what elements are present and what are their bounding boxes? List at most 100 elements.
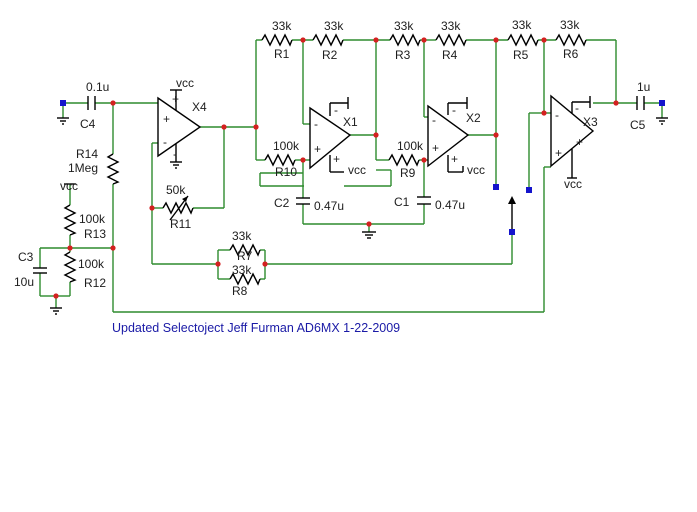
resistor-r5 [507,33,539,47]
ground-icon [656,117,668,125]
x3-vcc: vcc [564,177,582,191]
r12-value: 100k [78,257,105,271]
x3-supply-plus: + [576,135,583,149]
x3-minus: - [555,108,559,122]
r14-name: R14 [76,147,98,161]
capacitor-c5 [636,96,645,110]
x4-plus: + [163,112,170,126]
x1-name: X1 [343,115,358,129]
r6-name: R6 [563,47,579,61]
c5-value: 1u [637,80,650,94]
ground-icon [50,307,62,315]
capacitor-c4 [87,96,96,110]
x1-plus: + [314,142,321,156]
c3-name: C3 [18,250,34,264]
selector-switch [508,196,516,232]
opamp-x4 [157,89,202,162]
r14-value: 1Meg [68,161,98,175]
x2-plus: + [432,141,439,155]
r3-value: 33k [394,19,414,33]
r5-value: 33k [512,18,532,32]
r7-value: 33k [232,229,252,243]
c2-name: C2 [274,196,290,210]
c2-value: 0.47u [314,199,344,213]
r9-value: 100k [397,139,424,153]
x3-supply-minus: - [575,101,579,115]
resistor-r8 [229,272,261,286]
r7-name: R7 [237,249,253,263]
r13-value: 100k [79,212,106,226]
resistor-r9 [388,153,420,167]
c1-name: C1 [394,195,410,209]
ground-icon [170,161,182,169]
resistor-r3 [389,33,421,47]
switch-contact [526,187,532,193]
schematic-note: Updated Selectoject Jeff Furman AD6MX 1-… [112,321,400,335]
r4-name: R4 [442,48,458,62]
r8-name: R8 [232,284,248,298]
c4-name: C4 [80,117,96,131]
ground-icon [362,231,376,239]
ground-icon [57,117,69,125]
r10-name: R10 [275,165,297,179]
x4-name: X4 [192,100,207,114]
junctions [53,37,619,299]
resistor-r10 [264,153,296,167]
r11-value: 50k [166,183,186,197]
resistor-r2 [312,33,344,47]
wires [39,39,663,313]
output-port [659,100,665,106]
capacitor-c1 [417,196,431,205]
r6-value: 33k [560,18,580,32]
r2-name: R2 [322,48,338,62]
x3-name: X3 [583,115,598,129]
x1-supply-plus: + [333,152,340,166]
r13-name: R13 [84,227,106,241]
capacitor-c2 [296,197,310,205]
switch-contact [493,184,499,190]
x4-vcc: vcc [176,76,194,90]
x3-plus: + [555,146,562,160]
r4-value: 33k [441,19,461,33]
x1-supply-minus: - [334,103,338,117]
resistor-r7 [229,243,261,257]
input-port [60,100,66,106]
c1-value: 0.47u [435,198,465,212]
x2-name: X2 [466,111,481,125]
r10-value: 100k [273,139,300,153]
r1-name: R1 [274,47,290,61]
x1-minus: - [314,117,318,131]
r12-name: R12 [84,276,106,290]
x2-minus: - [432,113,436,127]
r11-name: R11 [170,217,191,231]
r13-vcc: vcc [60,179,78,193]
c5-name: C5 [630,118,646,132]
resistor-r1 [261,33,293,47]
resistor-r14 [106,153,120,185]
opamp-x3 [550,94,595,179]
r8-value: 33k [232,263,252,277]
x1-vcc: vcc [348,163,366,177]
x4-bottom-minus: - [173,147,177,161]
x4-minus: - [163,135,167,149]
resistor-r4 [435,33,467,47]
r1-value: 33k [272,19,292,33]
opamp-x1 [309,97,352,173]
potentiometer-r11 [162,195,194,221]
r2-value: 33k [324,19,344,33]
x2-supply-minus: - [452,103,456,117]
switch-common [509,229,515,235]
r5-name: R5 [513,48,529,62]
x2-vcc: vcc [467,163,485,177]
capacitor-c3 [33,267,47,274]
c4-value: 0.1u [86,80,109,94]
x2-supply-plus: + [451,152,458,166]
r3-name: R3 [395,48,411,62]
r9-name: R9 [400,166,416,180]
c3-value: 10u [14,275,34,289]
resistor-r13 [63,204,77,236]
opamp-x2 [427,97,470,173]
x4-top-plus: + [172,92,179,106]
resistor-r12 [63,251,77,283]
